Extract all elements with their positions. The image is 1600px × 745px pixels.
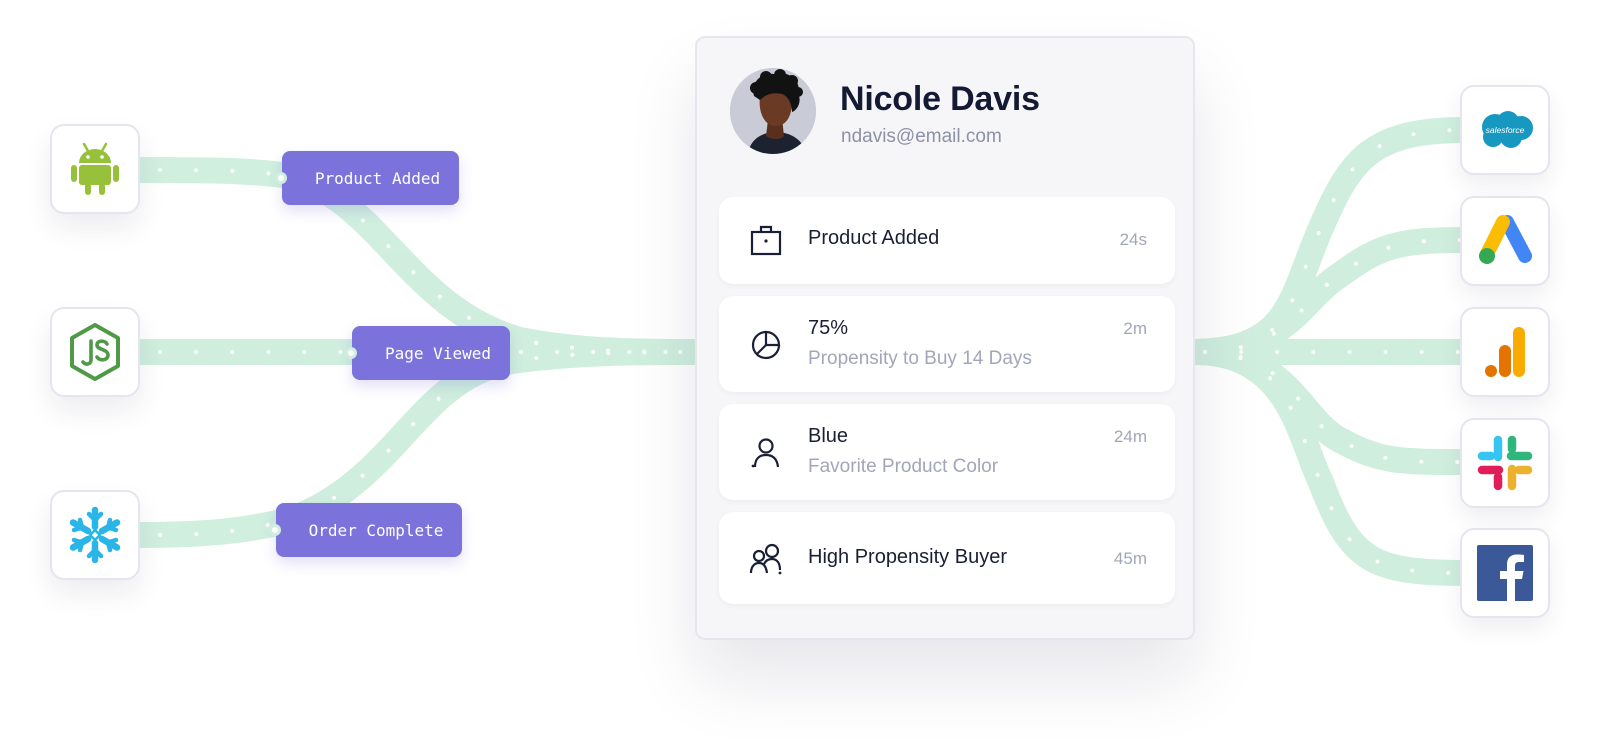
users-icon xyxy=(749,543,782,575)
row-subtitle: Propensity to Buy 14 Days xyxy=(808,348,1032,369)
connector-dot xyxy=(275,172,287,184)
profile-email: ndavis@email.com xyxy=(841,126,1002,147)
row-time: 45m xyxy=(1113,549,1147,568)
event-tag-page-viewed[interactable]: Page Viewed xyxy=(345,326,510,380)
destination-google-analytics[interactable] xyxy=(1460,307,1550,397)
event-tag-label: Product Added xyxy=(314,168,441,188)
flow-google-ads xyxy=(1182,227,1478,365)
google-ads-icon xyxy=(1479,215,1532,264)
event-row[interactable]: 75% Propensity to Buy 14 Days 2m xyxy=(719,296,1175,392)
event-row[interactable]: Product Added 24s xyxy=(719,197,1175,284)
row-title: 75% xyxy=(808,317,849,339)
pie-chart-icon xyxy=(751,330,781,360)
event-tag-label: Page Viewed xyxy=(385,343,491,363)
event-tag-product-added[interactable]: Product Added xyxy=(275,151,459,205)
row-title: High Propensity Buyer xyxy=(808,546,1007,568)
row-subtitle: Favorite Product Color xyxy=(808,456,999,477)
event-row[interactable]: Blue Favorite Product Color 24m xyxy=(719,404,1175,500)
event-row[interactable]: High Propensity Buyer 45m xyxy=(719,512,1175,604)
avatar xyxy=(730,68,816,154)
destination-slack[interactable] xyxy=(1460,418,1550,508)
salesforce-logo-text: salesforce xyxy=(1486,125,1525,135)
bag-icon xyxy=(750,225,782,256)
nodejs-icon xyxy=(70,323,120,381)
connector-dot xyxy=(345,347,357,359)
facebook-icon xyxy=(1477,545,1533,601)
row-time: 2m xyxy=(1123,319,1147,338)
row-time: 24s xyxy=(1119,230,1147,249)
profile-name: Nicole Davis xyxy=(840,80,1040,118)
snowflake-icon xyxy=(69,506,121,564)
flow-facebook xyxy=(1182,339,1478,586)
destination-facebook[interactable] xyxy=(1460,528,1550,618)
user-icon xyxy=(751,438,780,468)
event-tag-order-complete[interactable]: Order Complete xyxy=(269,503,462,557)
destination-salesforce[interactable]: salesforce xyxy=(1460,85,1550,175)
destination-google-ads[interactable] xyxy=(1460,196,1550,286)
android-icon xyxy=(71,142,119,195)
google-analytics-icon xyxy=(1485,327,1525,377)
row-title: Product Added xyxy=(808,227,940,249)
source-android[interactable] xyxy=(50,124,140,214)
source-snowflake[interactable] xyxy=(50,490,140,580)
slack-icon xyxy=(1477,435,1533,491)
profile-card: Nicole Davis ndavis@email.com Product Ad… xyxy=(695,36,1195,640)
event-tag-label: Order Complete xyxy=(308,520,444,540)
row-time: 24m xyxy=(1113,427,1147,446)
source-nodejs[interactable] xyxy=(50,307,140,397)
salesforce-icon: salesforce xyxy=(1482,111,1533,148)
connector-dot xyxy=(269,524,281,536)
row-title: Blue xyxy=(808,425,849,447)
